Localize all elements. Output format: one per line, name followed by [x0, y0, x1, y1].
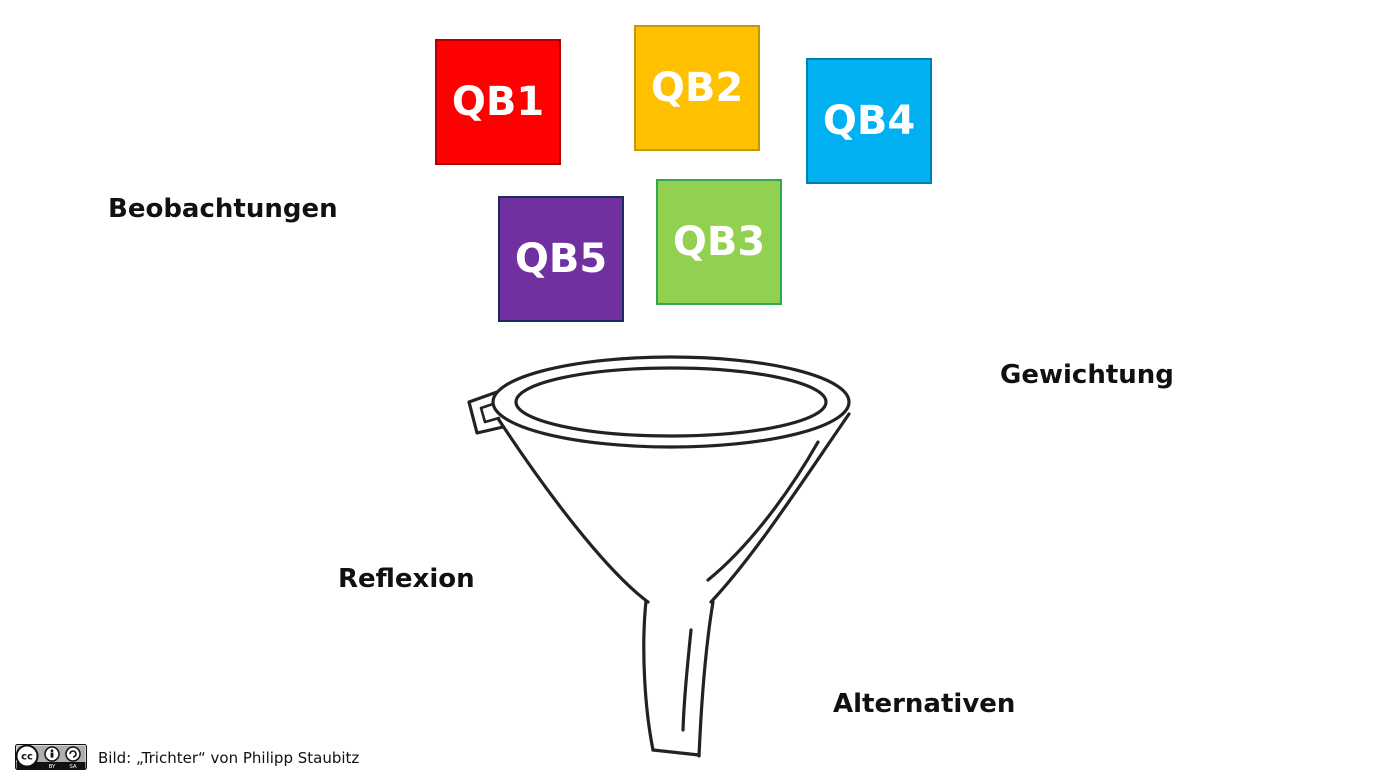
- funnel-icon: [467, 355, 851, 758]
- qb2-box: QB2: [634, 25, 760, 151]
- cc-mark: cc: [21, 752, 33, 763]
- qb4-label: QB4: [822, 98, 916, 144]
- qb2-label: QB2: [650, 65, 744, 111]
- qb4-box: QB4: [806, 58, 932, 184]
- qb3-box: QB3: [656, 179, 782, 305]
- label-reflexion: Reflexion: [338, 564, 475, 594]
- sa-mark: SA: [69, 764, 77, 770]
- image-credit: Bild: „Trichter“ von Philipp Staubitz: [98, 749, 360, 767]
- by-mark: BY: [49, 764, 56, 770]
- qb5-box: QB5: [498, 196, 624, 322]
- qb5-label: QB5: [514, 236, 608, 282]
- cc-by-sa-icon: cc BY SA: [15, 744, 87, 770]
- label-beobachtungen: Beobachtungen: [108, 194, 338, 224]
- qb3-label: QB3: [672, 219, 766, 265]
- qb1-label: QB1: [451, 79, 545, 125]
- qb1-box: QB1: [435, 39, 561, 165]
- label-gewichtung: Gewichtung: [1000, 360, 1174, 390]
- label-alternativen: Alternativen: [833, 689, 1016, 719]
